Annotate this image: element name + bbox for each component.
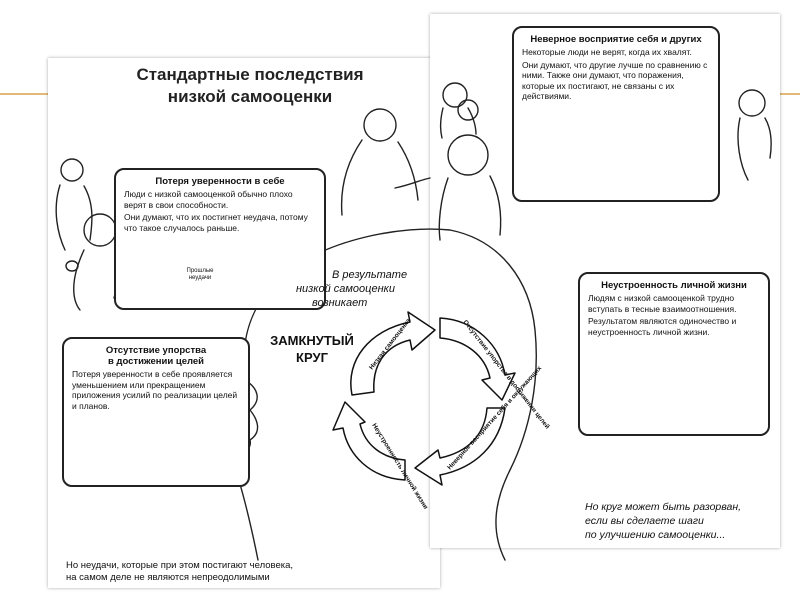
person-head (364, 109, 396, 141)
footer-line-3: по улучшению самооценки... (585, 528, 775, 542)
box-text: Они думают, что другие лучше по сравнени… (522, 60, 710, 102)
person-head (84, 214, 116, 246)
box-title: Потеря уверенности в себе (124, 176, 316, 187)
box-text: Люди с низкой самооценкой обычно плохо в… (124, 189, 316, 210)
box-lack-of-persistence: Отсутствие упорства в достижении целей П… (62, 337, 250, 487)
result-line-3: возникает (296, 296, 426, 310)
person-head (739, 90, 765, 116)
closed-circle-label: ЗАМКНУТЫЙ КРУГ (262, 332, 362, 366)
box-text: Потеря уверенности в себе проявляется ум… (72, 369, 240, 411)
person-head (443, 83, 467, 107)
cycle-arrow-2 (440, 318, 515, 400)
person-head (448, 135, 488, 175)
circle-line-1: ЗАМКНУТЫЙ (262, 332, 362, 349)
right-footer: Но круг может быть разорван, если вы сде… (585, 500, 775, 542)
box-text: Некоторые люди не верят, когда их хвалят… (522, 47, 710, 58)
box-title-line-2: в достижении целей (72, 356, 240, 367)
person-head (458, 100, 478, 120)
footer-line-1: Но круг может быть разорван, (585, 500, 775, 514)
circle-line-2: КРУГ (262, 349, 362, 366)
box-wrong-perception: Неверное восприятие себя и других Некото… (512, 26, 720, 202)
left-footer: Но неудачи, которые при этом постигают ч… (66, 560, 366, 584)
box-title: Неверное восприятие себя и других (522, 34, 710, 45)
box-text: Людям с низкой самооценкой трудно вступа… (588, 293, 760, 314)
result-caption: В результате низкой самооценки возникает (296, 268, 426, 310)
cup-icon (66, 261, 78, 271)
result-line-1: В результате (296, 268, 426, 282)
footer-line-2: на самом деле не являются непреодолимыми (66, 572, 366, 584)
box-text: Результатом являются одиночество и неуст… (588, 316, 760, 337)
box-loss-of-confidence: Потеря уверенности в себе Люди с низкой … (114, 168, 326, 310)
footer-line-1: Но неудачи, которые при этом постигают ч… (66, 560, 366, 572)
person-head (61, 159, 83, 181)
cycle-arrow-1 (351, 312, 435, 395)
result-line-2: низкой самооценки (296, 282, 426, 296)
box-text: Они думают, что их постигнет неудача, по… (124, 212, 316, 233)
cycle-arrow-4 (333, 402, 405, 480)
box-personal-life: Неустроенность личной жизни Людям с низк… (578, 272, 770, 436)
footer-line-2: если вы сделаете шаги (585, 514, 775, 528)
box-title-line-1: Отсутствие упорства (72, 345, 240, 356)
bubble-label: Прошлые неудачи (178, 268, 222, 282)
box-title: Неустроенность личной жизни (588, 280, 760, 291)
